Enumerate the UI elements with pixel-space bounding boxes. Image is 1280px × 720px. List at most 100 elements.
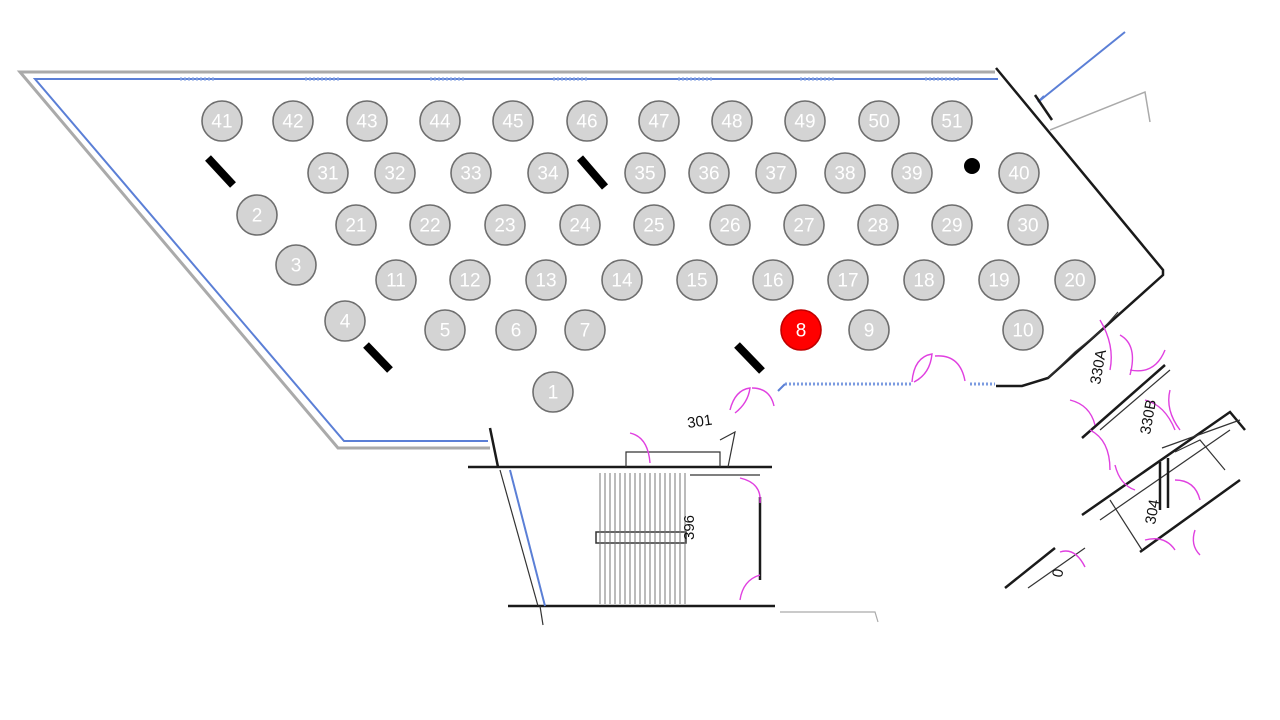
seat-circle[interactable] (827, 259, 869, 301)
seat-1[interactable]: 1 (532, 371, 574, 413)
seat-circle[interactable] (346, 100, 388, 142)
seat-14[interactable]: 14 (601, 259, 643, 301)
seat-circle[interactable] (532, 371, 574, 413)
seat-37[interactable]: 37 (755, 152, 797, 194)
seat-circle[interactable] (848, 309, 890, 351)
seat-48[interactable]: 48 (711, 100, 753, 142)
seat-circle[interactable] (484, 204, 526, 246)
seat-3[interactable]: 3 (275, 244, 317, 286)
seat-45[interactable]: 45 (492, 100, 534, 142)
seat-50[interactable]: 50 (858, 100, 900, 142)
seat-11[interactable]: 11 (375, 259, 417, 301)
seat-circle[interactable] (755, 152, 797, 194)
seat-26[interactable]: 26 (709, 204, 751, 246)
seat-42[interactable]: 42 (272, 100, 314, 142)
seat-33[interactable]: 33 (450, 152, 492, 194)
seat-circle[interactable] (375, 259, 417, 301)
seat-9[interactable]: 9 (848, 309, 890, 351)
seat-circle[interactable] (784, 100, 826, 142)
seat-2[interactable]: 2 (236, 194, 278, 236)
seat-6[interactable]: 6 (495, 309, 537, 351)
seat-31[interactable]: 31 (307, 152, 349, 194)
seat-20[interactable]: 20 (1054, 259, 1096, 301)
seat-29[interactable]: 29 (931, 204, 973, 246)
seat-circle[interactable] (931, 100, 973, 142)
seat-circle[interactable] (688, 152, 730, 194)
seat-circle[interactable] (1054, 259, 1096, 301)
seat-15[interactable]: 15 (676, 259, 718, 301)
seat-selected-8[interactable]: 8 (780, 309, 822, 351)
seat-circle[interactable] (492, 100, 534, 142)
seat-circle[interactable] (903, 259, 945, 301)
seat-circle[interactable] (709, 204, 751, 246)
seat-18[interactable]: 18 (903, 259, 945, 301)
seat-12[interactable]: 12 (449, 259, 491, 301)
seat-circle[interactable] (601, 259, 643, 301)
seat-circle[interactable] (525, 259, 567, 301)
seat-circle[interactable] (780, 309, 822, 351)
seat-7[interactable]: 7 (564, 309, 606, 351)
seat-circle[interactable] (857, 204, 899, 246)
seat-49[interactable]: 49 (784, 100, 826, 142)
seat-circle[interactable] (272, 100, 314, 142)
seat-circle[interactable] (676, 259, 718, 301)
seat-circle[interactable] (236, 194, 278, 236)
seat-circle[interactable] (559, 204, 601, 246)
seat-38[interactable]: 38 (824, 152, 866, 194)
seat-30[interactable]: 30 (1007, 204, 1049, 246)
seat-35[interactable]: 35 (624, 152, 666, 194)
seat-19[interactable]: 19 (978, 259, 1020, 301)
seat-46[interactable]: 46 (566, 100, 608, 142)
seat-47[interactable]: 47 (638, 100, 680, 142)
seat-16[interactable]: 16 (752, 259, 794, 301)
seat-circle[interactable] (858, 100, 900, 142)
seat-5[interactable]: 5 (424, 309, 466, 351)
seat-circle[interactable] (495, 309, 537, 351)
seat-circle[interactable] (564, 309, 606, 351)
seat-25[interactable]: 25 (633, 204, 675, 246)
seat-41[interactable]: 41 (201, 100, 243, 142)
seat-circle[interactable] (275, 244, 317, 286)
seat-circle[interactable] (450, 152, 492, 194)
seat-circle[interactable] (449, 259, 491, 301)
seat-circle[interactable] (419, 100, 461, 142)
seat-28[interactable]: 28 (857, 204, 899, 246)
seat-23[interactable]: 23 (484, 204, 526, 246)
seat-51[interactable]: 51 (931, 100, 973, 142)
seat-circle[interactable] (624, 152, 666, 194)
seat-circle[interactable] (324, 300, 366, 342)
seat-43[interactable]: 43 (346, 100, 388, 142)
seat-44[interactable]: 44 (419, 100, 461, 142)
seat-27[interactable]: 27 (783, 204, 825, 246)
seat-17[interactable]: 17 (827, 259, 869, 301)
seat-24[interactable]: 24 (559, 204, 601, 246)
seat-circle[interactable] (931, 204, 973, 246)
seat-circle[interactable] (752, 259, 794, 301)
seat-circle[interactable] (1007, 204, 1049, 246)
seat-22[interactable]: 22 (409, 204, 451, 246)
seat-34[interactable]: 34 (527, 152, 569, 194)
seat-circle[interactable] (409, 204, 451, 246)
seat-circle[interactable] (891, 152, 933, 194)
seat-circle[interactable] (638, 100, 680, 142)
seat-circle[interactable] (978, 259, 1020, 301)
seat-circle[interactable] (998, 152, 1040, 194)
seat-circle[interactable] (374, 152, 416, 194)
seat-40[interactable]: 40 (998, 152, 1040, 194)
seat-circle[interactable] (335, 204, 377, 246)
seat-circle[interactable] (824, 152, 866, 194)
seat-circle[interactable] (633, 204, 675, 246)
seat-circle[interactable] (527, 152, 569, 194)
seat-circle[interactable] (566, 100, 608, 142)
seat-39[interactable]: 39 (891, 152, 933, 194)
seat-circle[interactable] (1002, 309, 1044, 351)
seat-10[interactable]: 10 (1002, 309, 1044, 351)
seat-circle[interactable] (424, 309, 466, 351)
seat-circle[interactable] (307, 152, 349, 194)
seat-32[interactable]: 32 (374, 152, 416, 194)
seat-13[interactable]: 13 (525, 259, 567, 301)
seat-circle[interactable] (201, 100, 243, 142)
seat-circle[interactable] (783, 204, 825, 246)
seat-4[interactable]: 4 (324, 300, 366, 342)
seat-circle[interactable] (711, 100, 753, 142)
